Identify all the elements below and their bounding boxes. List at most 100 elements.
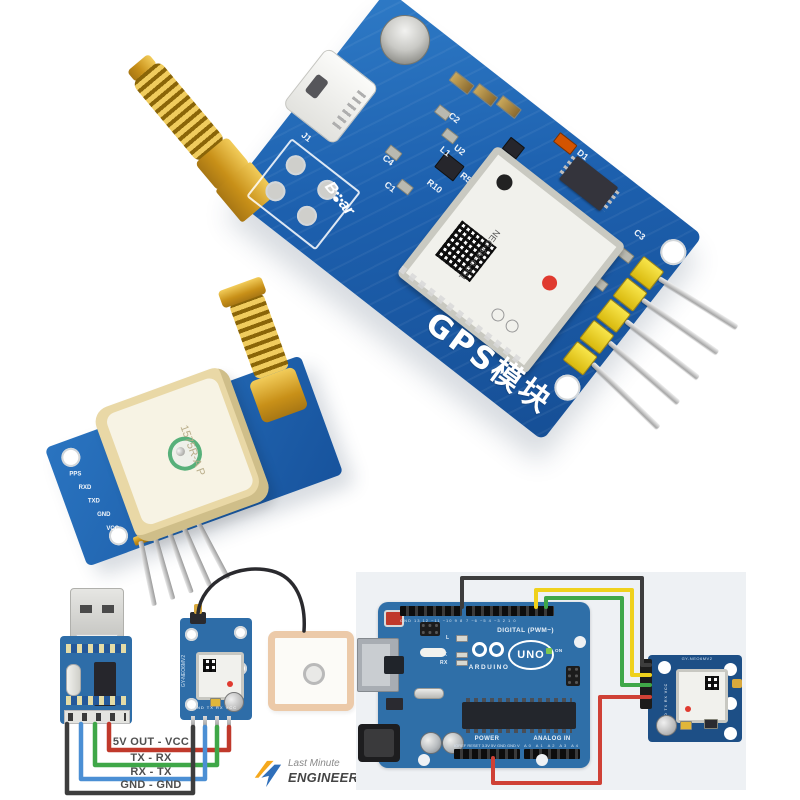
wire-yellow xyxy=(534,588,652,677)
arduino-infinity-icon xyxy=(472,642,504,658)
mounting-hole xyxy=(655,233,692,271)
pin-label: PPS xyxy=(69,471,82,478)
mounting-hole xyxy=(536,754,548,766)
silk-label-c2: C2 xyxy=(446,110,462,126)
chip-pins xyxy=(557,155,576,177)
usb-plug-slot xyxy=(102,605,114,613)
pin-stub xyxy=(215,716,219,728)
silk-label-r10: R10 xyxy=(424,177,445,196)
mounting-hole xyxy=(724,727,737,740)
capacitor-smd xyxy=(440,127,459,145)
wire-red xyxy=(106,721,232,753)
micro-usb-slot xyxy=(304,73,329,100)
external-antenna xyxy=(268,631,354,711)
arduino-uno-board: GND 13 12 ~11 ~10 9 8 7 ~6 ~5 4 ~3 2 1 0… xyxy=(357,602,590,768)
silk-label-c1: C1 xyxy=(382,179,398,195)
digital-pin-numbers-right: 7 ~6 ~5 4 ~3 2 1 0 xyxy=(466,618,517,623)
header-pins xyxy=(68,713,126,721)
led-l-label: L xyxy=(446,635,450,641)
solder-pad xyxy=(281,151,310,180)
wire-black xyxy=(460,576,652,667)
ublox-logo-dot xyxy=(227,681,233,687)
mounting-hole xyxy=(185,698,198,711)
chip-square xyxy=(384,656,404,674)
pin-stub xyxy=(203,716,207,728)
capacitor-smd xyxy=(395,178,414,196)
ufl-connector xyxy=(732,679,742,688)
component-row xyxy=(66,696,126,705)
digital-header-right xyxy=(466,606,554,616)
gps-breakout-board: GY-NEO6MV2 GND TX RX VCC xyxy=(180,604,252,728)
module-dot xyxy=(493,171,516,194)
led-tx xyxy=(456,652,468,658)
icsp-header xyxy=(420,622,440,636)
digital-header-left xyxy=(400,606,462,616)
bolt-icon xyxy=(254,760,282,788)
cert-mark xyxy=(502,316,522,336)
pin-label: GND xyxy=(97,512,111,519)
barrel-jack-face xyxy=(364,729,394,757)
silk-label-u2: U2 xyxy=(452,142,468,158)
voltage-regulator xyxy=(386,698,403,710)
resistor xyxy=(495,94,522,120)
backup-battery xyxy=(656,715,677,736)
power-label: POWER xyxy=(474,736,500,742)
wire-green xyxy=(92,721,220,768)
barrel-jack xyxy=(358,724,400,762)
ublox-module-small xyxy=(676,669,728,723)
eeprom-chip xyxy=(680,721,692,730)
icsp-header-2 xyxy=(566,666,580,686)
silk-label-c3: C3 xyxy=(632,227,648,243)
ic-chip xyxy=(704,719,718,729)
arduino-wiring-panel: GND 13 12 ~11 ~10 9 8 7 ~6 ~5 4 ~3 2 1 0… xyxy=(356,572,746,790)
led-rx xyxy=(456,660,468,666)
datamatrix-code xyxy=(705,676,719,690)
backup-battery xyxy=(224,692,244,712)
gps-module-with-patch-antenna: PPS RXD TXD GND VCC 1575R-A P xyxy=(44,276,344,607)
ublox-logo-dot xyxy=(539,272,561,294)
ufl-base xyxy=(190,612,206,624)
cert-mark xyxy=(488,305,508,325)
uno-model-badge: UNO xyxy=(508,640,554,670)
ublox-logo-dot xyxy=(685,706,691,712)
led-rx-label: RX xyxy=(440,660,448,666)
mounting-hole xyxy=(58,445,84,470)
digital-pin-numbers-left: GND 13 12 ~11 ~10 9 8 xyxy=(400,618,462,623)
reset-button xyxy=(384,610,404,627)
resistor xyxy=(448,70,475,96)
eeprom-chip xyxy=(210,698,221,707)
gps-module-small: GY-NEO6MV2 GND TX RX VCC xyxy=(640,655,742,742)
wire-red xyxy=(491,695,652,785)
logo-line2: ENGINEERS xyxy=(288,770,368,785)
serial-chip xyxy=(94,662,116,706)
mounting-hole xyxy=(234,626,247,639)
datamatrix-code xyxy=(203,659,216,672)
pin-label: RXD xyxy=(78,484,92,491)
diode xyxy=(552,132,578,156)
wire-blue xyxy=(78,721,208,782)
usb-serial-adapter xyxy=(60,636,132,724)
capsule-component xyxy=(420,648,446,657)
pin-labels-row: GND TX RX VCC xyxy=(192,705,238,710)
solder-pad xyxy=(261,177,290,206)
antenna-cable xyxy=(196,567,306,633)
chip-pins xyxy=(601,189,620,212)
analog-header xyxy=(524,749,580,759)
pin-lead xyxy=(607,340,681,405)
usb-plug-slot xyxy=(80,605,92,613)
power-header xyxy=(454,749,520,759)
wiring-wires xyxy=(64,567,306,796)
wire-black xyxy=(64,721,196,796)
usb-plug xyxy=(70,588,124,640)
board-label: GY-NEO6MV2 xyxy=(681,656,713,661)
pin-label: VCC xyxy=(106,525,119,532)
crystal xyxy=(66,664,81,696)
pin-lead xyxy=(590,361,661,430)
pin-stub xyxy=(191,716,195,728)
capacitor xyxy=(442,732,464,754)
antenna-center xyxy=(303,663,325,685)
wire-label: RX - TX xyxy=(130,766,172,778)
analog-pin-labels: A0 A1 A2 A3 A4 A5 xyxy=(524,743,580,748)
wire-green xyxy=(544,596,652,687)
